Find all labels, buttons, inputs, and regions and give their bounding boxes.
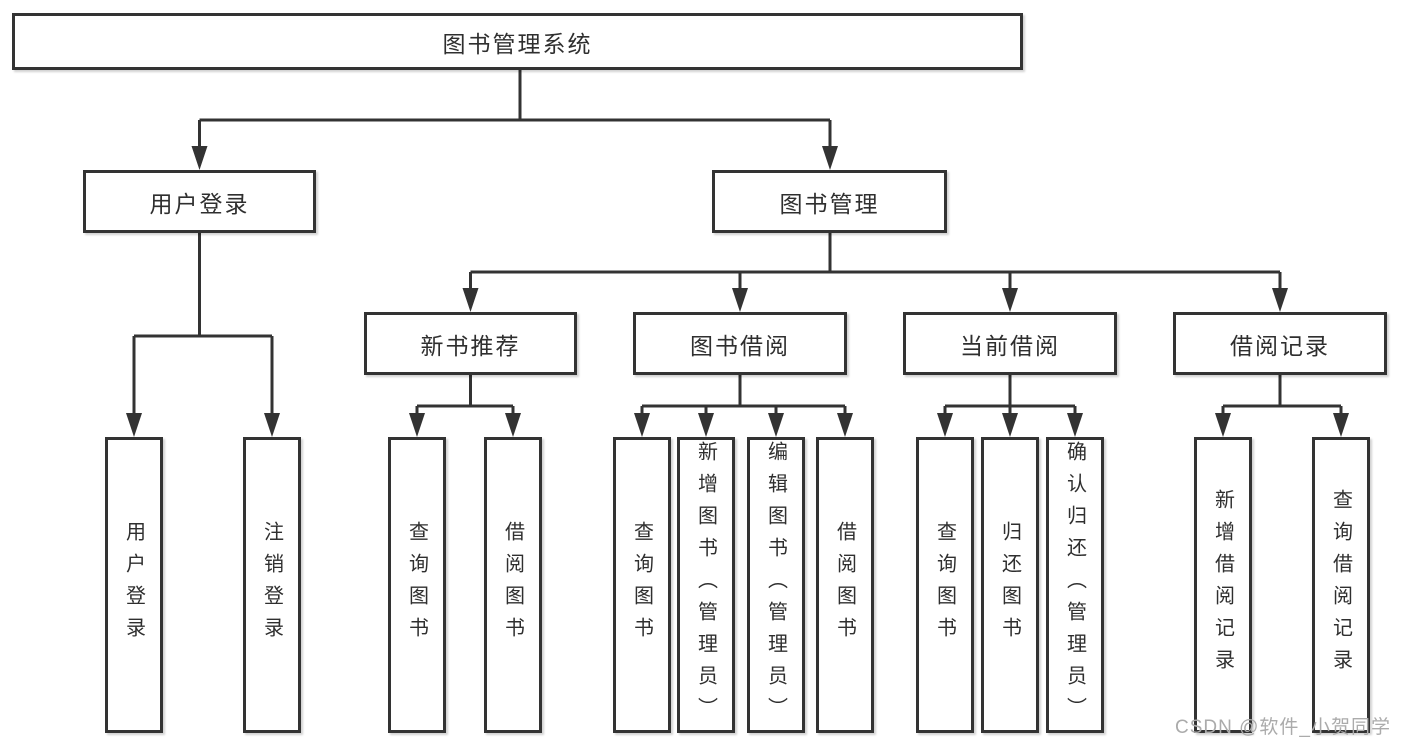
node-label: 新增借阅记录 — [1211, 489, 1234, 681]
node-label: 查询图书 — [405, 521, 428, 649]
node-label: 注销登录 — [260, 521, 283, 649]
node-label: 借阅图书 — [833, 521, 856, 649]
node-system-root: 图书管理系统 — [12, 13, 1023, 70]
node-current-borrow: 当前借阅 — [903, 312, 1117, 375]
leaf-query-borrow-record: 查询借阅记录 — [1312, 437, 1370, 733]
node-label: 图书借阅 — [690, 332, 790, 359]
arrowhead-icons — [126, 146, 1349, 437]
node-user-login: 用户登录 — [83, 170, 316, 233]
leaf-edit-book-admin: 编辑图书（管理员） — [747, 437, 805, 733]
leaf-confirm-return-admin: 确认归还（管理员） — [1046, 437, 1104, 733]
node-label: 新增图书（管理员） — [694, 441, 717, 729]
leaf-query-books-recommend: 查询图书 — [388, 437, 446, 733]
node-label: 编辑图书（管理员） — [764, 441, 787, 729]
node-label: 图书管理系统 — [442, 30, 593, 57]
leaf-return-book: 归还图书 — [981, 437, 1039, 733]
node-book-management: 图书管理 — [712, 170, 947, 233]
node-label: 借阅图书 — [501, 521, 524, 649]
node-label: 新书推荐 — [420, 332, 521, 359]
leaf-logout-login: 注销登录 — [243, 437, 301, 733]
node-label: 查询图书 — [630, 521, 653, 649]
node-borrow-records: 借阅记录 — [1173, 312, 1387, 375]
leaf-user-login: 用户登录 — [105, 437, 163, 733]
node-label: 查询借阅记录 — [1329, 489, 1352, 681]
node-label: 当前借阅 — [960, 332, 1060, 359]
leaf-query-books-current: 查询图书 — [916, 437, 974, 733]
node-label: 用户登录 — [149, 190, 250, 217]
leaf-borrow-books: 借阅图书 — [816, 437, 874, 733]
leaf-borrow-books-recommend: 借阅图书 — [484, 437, 542, 733]
node-book-borrow: 图书借阅 — [633, 312, 847, 375]
leaf-add-borrow-record: 新增借阅记录 — [1194, 437, 1252, 733]
node-label: 查询图书 — [933, 521, 956, 649]
node-label: 图书管理 — [779, 190, 880, 217]
csdn-watermark: CSDN @软件_小贺同学 — [1175, 717, 1391, 738]
node-label: 借阅记录 — [1230, 332, 1330, 359]
node-label: 归还图书 — [998, 521, 1021, 649]
leaf-add-book-admin: 新增图书（管理员） — [677, 437, 735, 733]
connector-paths — [132, 70, 1343, 417]
node-label: 确认归还（管理员） — [1063, 441, 1086, 729]
leaf-query-books-borrow: 查询图书 — [613, 437, 671, 733]
node-label: 用户登录 — [122, 521, 145, 649]
node-new-book-recommend: 新书推荐 — [364, 312, 577, 375]
